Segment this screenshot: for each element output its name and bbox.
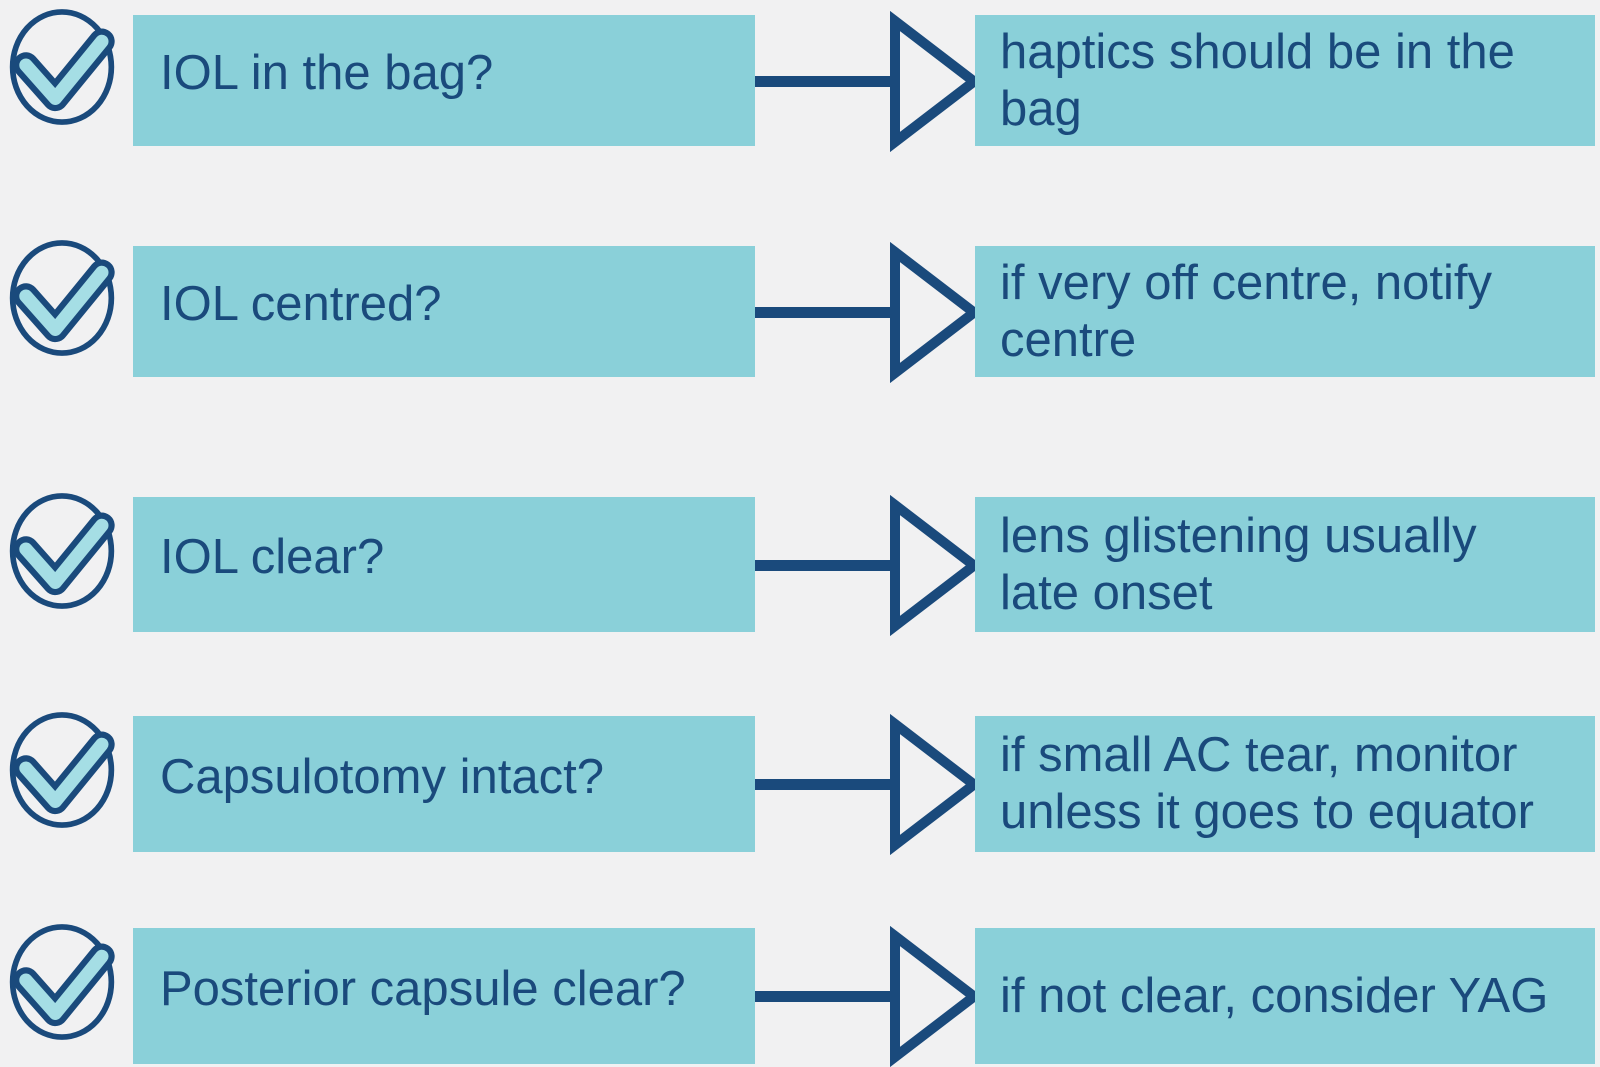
answer-text: if very off centre, notify [1000,255,1493,310]
answer-box: if small AC tear, monitor unless it goes… [975,716,1595,852]
arrow-right-icon [755,926,980,1067]
answer-text: if small AC tear, monitor [1000,728,1518,782]
check-circle-icon [9,924,115,1040]
answer-box: haptics should be in the bag [975,15,1595,146]
question-text: Capsulotomy intact? [160,749,604,804]
check-circle-icon [9,239,115,356]
answer-text: bag [1000,81,1082,136]
answer-text: haptics should be in the [1000,24,1515,79]
question-box: IOL clear? [133,497,755,632]
question-text: Posterior capsule clear? [160,961,686,1016]
checklist-row: Posterior capsule clear? if not clear, c… [0,924,1600,1067]
answer-text: lens glistening usually [1000,508,1477,563]
question-box: Capsulotomy intact? [133,716,755,852]
arrow-right-icon [755,241,980,383]
arrow-right-icon [755,10,980,152]
checklist-row: IOL in the bag? haptics should be in the… [0,8,1600,152]
question-box: Posterior capsule clear? [133,928,755,1064]
question-box: IOL in the bag? [133,15,755,146]
check-circle-icon [9,8,115,125]
question-text: IOL centred? [160,277,442,331]
check-circle-icon [9,712,115,828]
answer-text: if not clear, consider YAG [1000,968,1549,1023]
answer-box: if very off centre, notify centre [975,246,1595,377]
check-circle-icon [9,492,115,609]
answer-text: unless it goes to equator [1000,785,1534,839]
question-text: IOL clear? [160,530,385,584]
checklist-row: Capsulotomy intact? if small AC tear, mo… [0,712,1600,855]
answer-box: lens glistening usually late onset [975,497,1595,632]
answer-box: if not clear, consider YAG [975,928,1595,1064]
question-box: IOL centred? [133,246,755,377]
checklist-row: IOL centred? if very off centre, notify … [0,239,1600,383]
question-text: IOL in the bag? [160,46,494,100]
arrow-right-icon [755,494,980,636]
checklist-row: IOL clear? lens glistening usually late … [0,492,1600,636]
answer-text: late onset [1000,565,1213,620]
arrow-right-icon [755,714,980,855]
answer-text: centre [1000,312,1137,367]
